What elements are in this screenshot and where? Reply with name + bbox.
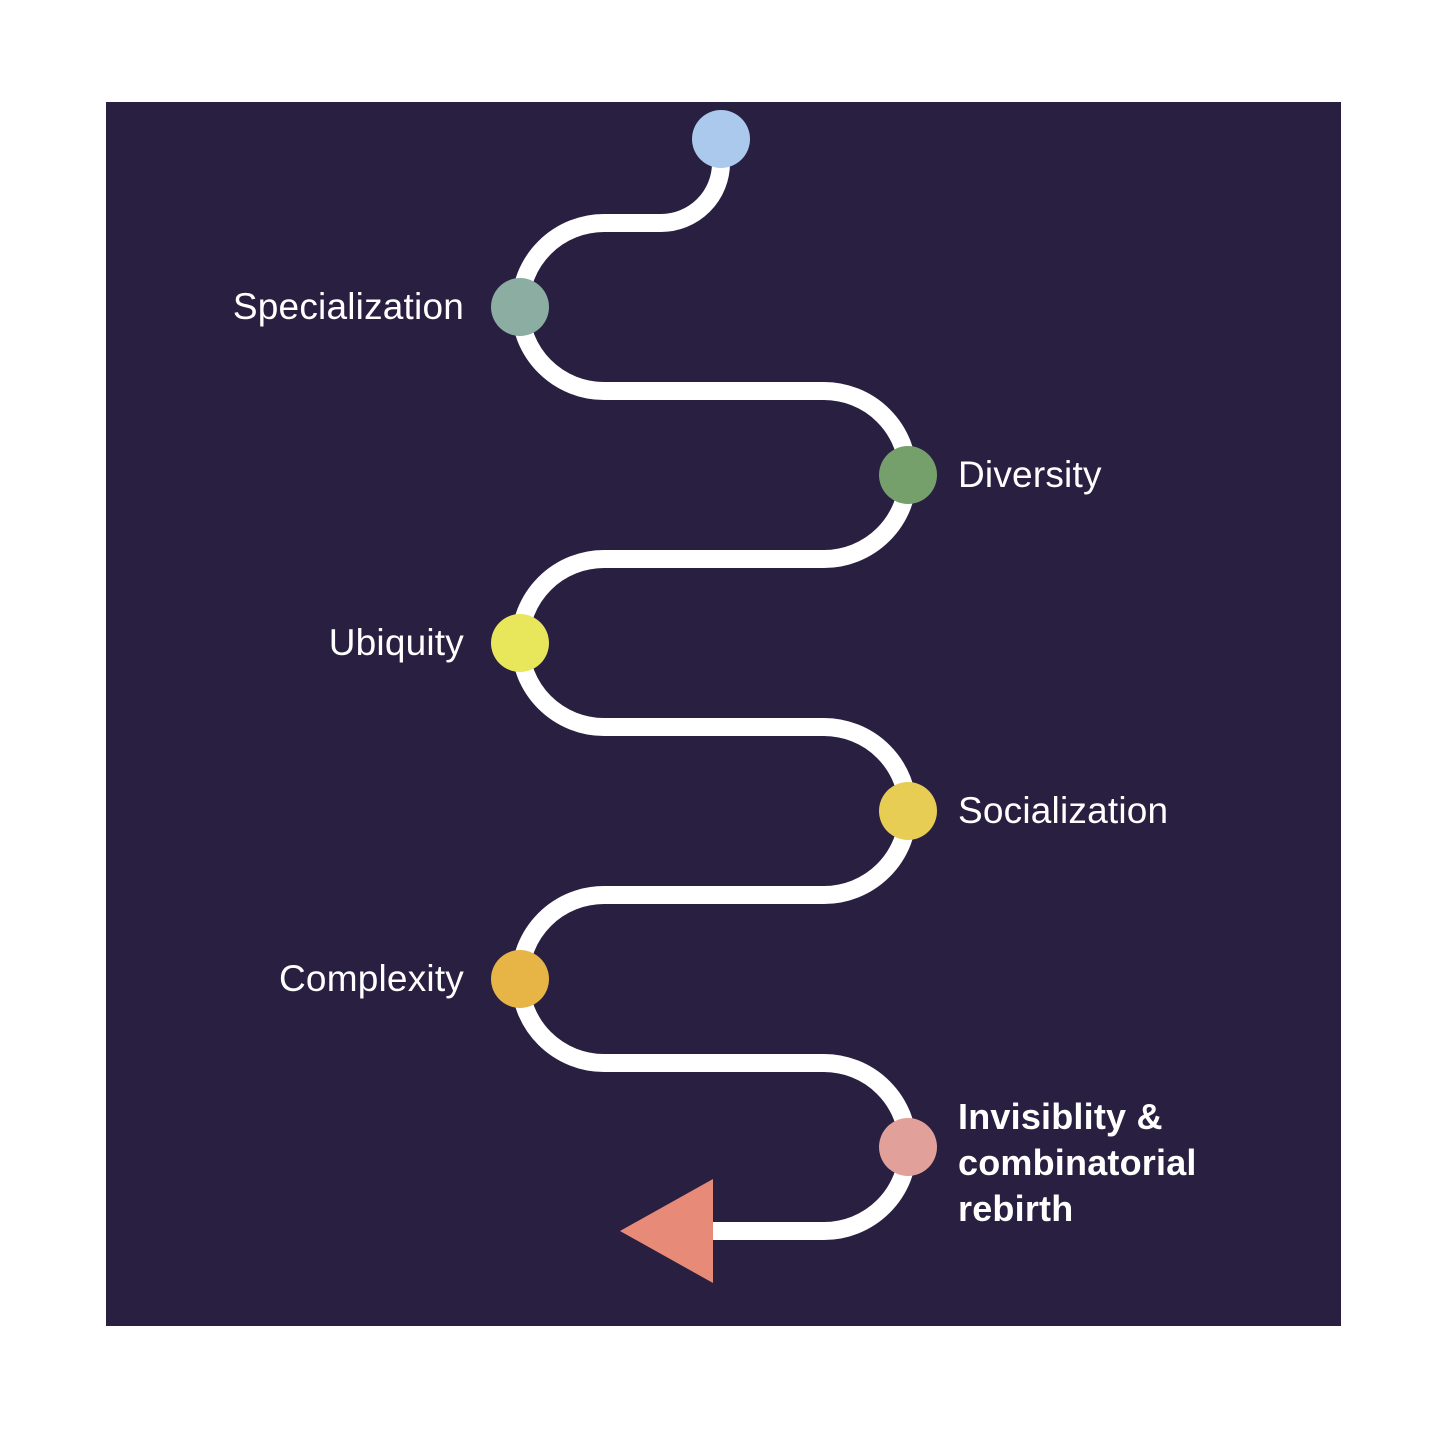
label-invisibility-line1: Invisiblity &	[958, 1096, 1163, 1137]
label-invisibility-rebirth: Invisiblity & combinatorial rebirth	[958, 1094, 1197, 1232]
label-ubiquity: Ubiquity	[328, 622, 464, 663]
label-invisibility-line3: rebirth	[958, 1188, 1074, 1229]
node-socialization	[879, 782, 937, 840]
journey-path	[511, 139, 917, 1240]
label-socialization: Socialization	[958, 790, 1169, 831]
node-complexity	[491, 950, 549, 1008]
label-specialization: Specialization	[232, 286, 464, 327]
label-complexity: Complexity	[279, 958, 464, 999]
node-specialization	[491, 278, 549, 336]
label-diversity: Diversity	[958, 454, 1102, 495]
node-diversity	[879, 446, 937, 504]
node-invisibility-rebirth	[879, 1118, 937, 1176]
node-ubiquity	[491, 614, 549, 672]
label-invisibility-line2: combinatorial	[958, 1142, 1197, 1183]
background-panel	[106, 102, 1341, 1326]
end-arrow-icon	[620, 1179, 713, 1283]
node-start	[692, 110, 750, 168]
